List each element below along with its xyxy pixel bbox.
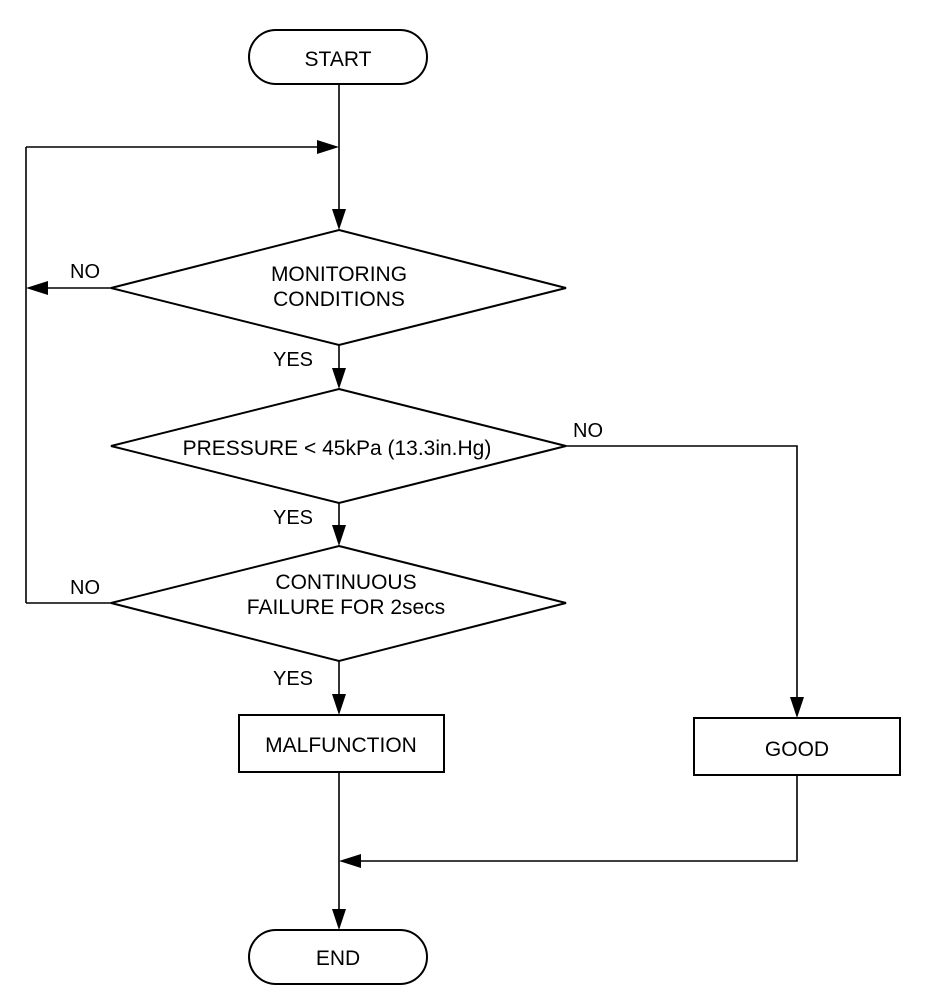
start-terminal <box>248 29 428 85</box>
malfunction-box <box>238 714 445 773</box>
end-terminal <box>248 929 428 985</box>
continuous-decision <box>110 544 567 663</box>
arrow-loop-top-icon <box>317 140 339 154</box>
good-box <box>693 717 901 776</box>
connector-good-to-end <box>356 775 798 862</box>
arrow-into-monitoring-icon <box>332 209 346 230</box>
continuous-label-line1: CONTINUOUS <box>275 571 416 594</box>
arrow-into-pressure-icon <box>332 368 346 389</box>
pressure-decision <box>110 387 567 505</box>
monitoring-label-line2: CONDITIONS <box>273 288 405 311</box>
pressure-no-label: NO <box>573 420 603 442</box>
continuous-no-label: NO <box>70 577 100 599</box>
pressure-yes-label: YES <box>273 507 313 529</box>
connector-pressure-no-to-good <box>565 445 798 702</box>
malfunction-label: MALFUNCTION <box>265 734 417 757</box>
monitoring-no-label: NO <box>70 261 100 283</box>
arrow-into-end-icon <box>332 909 346 930</box>
continuous-yes-label: YES <box>273 668 313 690</box>
pressure-label: PRESSURE < 45kPa (13.3in.Hg) <box>183 437 492 460</box>
arrow-into-continuous-icon <box>332 525 346 546</box>
continuous-label-line2: FAILURE FOR 2secs <box>247 596 445 619</box>
arrow-good-merge-icon <box>339 854 361 868</box>
monitoring-yes-label: YES <box>273 349 313 371</box>
arrow-monitoring-no-icon <box>26 281 48 295</box>
monitoring-decision <box>110 228 567 347</box>
start-label: START <box>305 48 372 71</box>
end-label: END <box>316 947 360 970</box>
arrow-into-good-icon <box>790 697 804 718</box>
arrow-into-malfunction-icon <box>332 694 346 715</box>
monitoring-label-line1: MONITORING <box>271 263 407 286</box>
good-label: GOOD <box>765 738 829 761</box>
